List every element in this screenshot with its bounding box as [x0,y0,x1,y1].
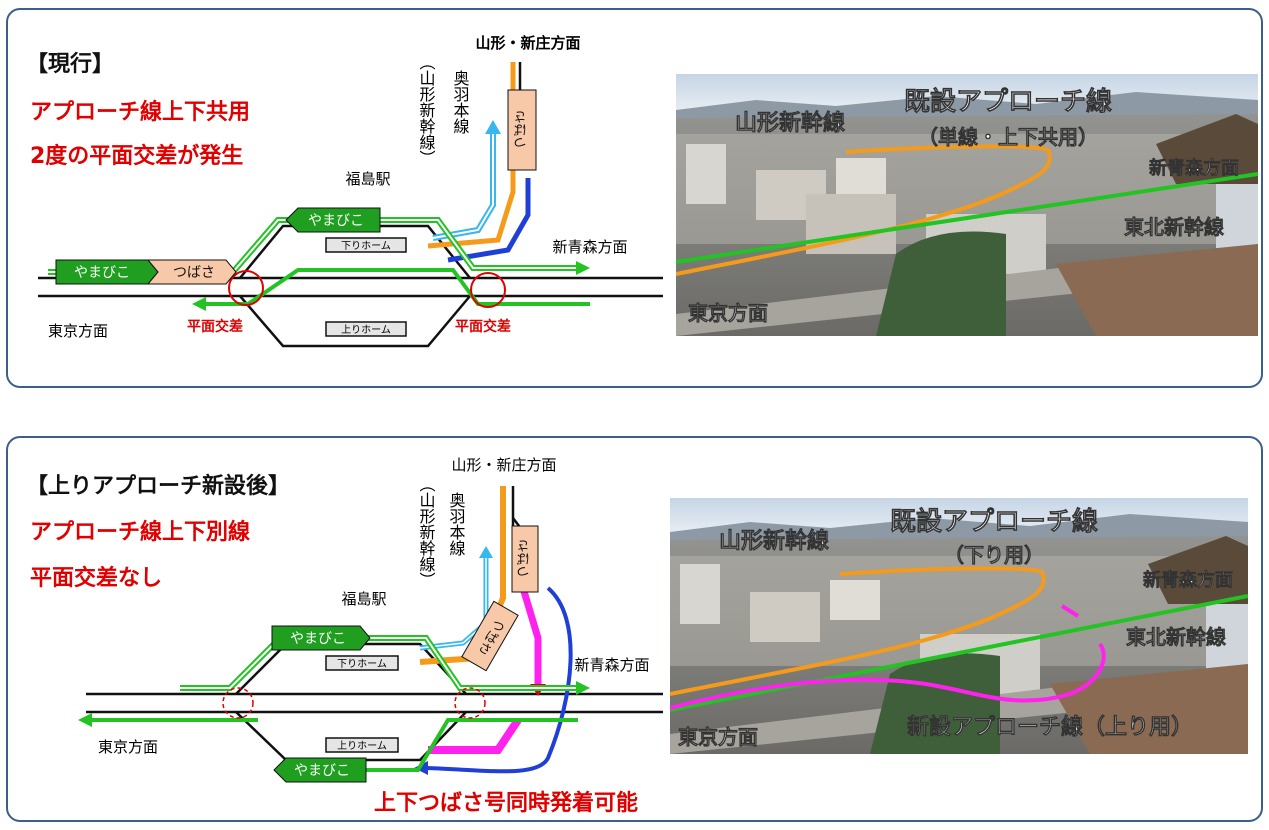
crossing-label-1: 平面交差 [187,318,243,335]
station-label: 福島駅 [345,170,390,188]
line-yamagata-label: （山形新幹線） [417,476,436,588]
photo-label-yamagata: 山形新幹線 [719,528,829,554]
train-tsubasa-a [146,259,237,285]
line-ou-label: 奥羽本線 [447,492,466,556]
dest-yamagata-label: 山形・新庄方面 [451,456,556,474]
ou-arrow [479,546,493,558]
platform-up [325,321,407,337]
train-yamabiko-a [271,625,371,651]
photo-label-yamagata: 山形新幹線 [735,110,845,136]
train-yamabiko-b-label: やまびこ [294,763,350,779]
train-yamabiko-a-label: やまびこ [290,631,346,647]
aerial-photo-drawing: 山形新幹線 既設アプローチ線 （単線・上下共用） 新青森方面 東北新幹線 東京方… [676,74,1258,336]
aerial-photo: 山形新幹線 既設アプローチ線 （単線・上下共用） 新青森方面 東北新幹線 東京方… [676,74,1258,336]
new-approach-route [519,586,542,688]
station-label: 福島駅 [341,590,386,608]
train-tsubasa-b [507,89,537,171]
platform-up-label: 上りホーム [337,740,387,752]
photo-label-new-approach: 新設アプローチ線（上り用） [907,714,1193,740]
note-level-crossings: 2度の平面交差が発生 [30,144,244,169]
train-tsubasa-a-label: つばさ [173,265,215,281]
train-tsubasa-a [511,525,539,593]
existing-approach-line [676,144,1052,276]
line-yamagata-label: （山形新幹線） [417,54,436,166]
photo-label-aomori: 新青森方面 [1143,569,1233,591]
note-no-crossing: 平面交差なし [30,566,163,591]
aerial-photo: 山形新幹線 既設アプローチ線 （下り用） 新青森方面 東北新幹線 東京方面 新設… [670,498,1248,754]
panel-after: 【上りアプローチ新設後】 アプローチ線上下別線 平面交差なし 下りホーム 上りホ… [6,436,1263,822]
platform-down-label: 下りホーム [341,240,391,252]
aerial-photo-drawing: 山形新幹線 既設アプローチ線 （下り用） 新青森方面 東北新幹線 東京方面 新設… [670,498,1248,754]
photo-label-tohoku: 東北新幹線 [1124,215,1224,239]
panel-heading: 【現行】 [26,52,115,77]
platform-down [325,655,399,671]
ou-arrow [485,120,501,134]
dest-tokyo-label: 東京方面 [98,738,158,756]
photo-label-existing-sub: （単線・上下共用） [918,125,1098,149]
photo-label-existing: 既設アプローチ線 [904,86,1112,117]
dest-tokyo-label: 東京方面 [48,322,108,340]
panel-current: 【現行】 アプローチ線上下共用 2度の平面交差が発生 下りホーム 上りホーム [6,8,1263,388]
caption-simultaneous: 上下つばさ号同時発着可能 [374,790,638,816]
photo-label-existing-sub: （下り用） [944,543,1044,567]
photo-label-existing: 既設アプローチ線 [890,506,1098,537]
crossing-circle-1 [228,270,264,306]
photo-label-tokyo: 東京方面 [688,301,768,325]
photo-label-tokyo: 東京方面 [678,725,758,749]
tsubasa-route-down [427,62,516,249]
down-arrow [576,681,590,695]
photo-label-aomori: 新青森方面 [1149,157,1239,179]
down-arrow [576,261,590,275]
new-approach-route-lower [428,717,522,754]
track-diagram: 下りホーム 上りホーム やまびこ やまびこ つばさ [78,456,663,816]
tohoku-line [670,594,1248,712]
dest-yamagata-label: 山形・新庄方面 [475,34,580,52]
yamabiko-route-up [328,718,578,772]
note-separate-approach: アプローチ線上下別線 [30,520,251,545]
yamabiko-route-up [203,268,590,306]
tsubasa-route-up [447,178,531,263]
crossing-circle-2 [470,272,506,308]
former-crossing-1 [222,687,254,719]
platform-up-label: 上りホーム [341,324,391,336]
crossing-label-2: 平面交差 [455,318,511,335]
panel-heading: 【上りアプローチ新設後】 [26,474,291,499]
note-shared-approach: アプローチ線上下共用 [30,100,251,125]
platform-down [325,237,407,253]
up-arrow [78,713,92,727]
existing-approach-line [670,566,1046,696]
train-yamabiko-b [273,757,367,783]
line-ou-label: 奥羽本線 [451,70,470,134]
photo-label-tohoku: 東北新幹線 [1126,625,1226,649]
platform-down-label: 下りホーム [337,658,387,670]
tohoku-line [676,172,1258,264]
tsubasa-route-up [425,586,573,774]
track-diagram: 下りホーム 上りホーム 平面交差 平面交差 やまびこ つばさ やまびこ つば [38,34,663,348]
train-yamabiko-b [285,207,381,233]
former-crossing-2 [454,687,486,719]
train-tsubasa-b-label: つばさ [515,110,530,149]
platform-up [325,737,399,753]
train-yamabiko-a-label: やまびこ [74,265,130,281]
new-approach-line [670,642,1106,710]
dest-aomori-label: 新青森方面 [574,656,649,674]
up-arrow [192,297,206,311]
train-tsubasa-a-label: つばさ [518,539,533,578]
dest-aomori-label: 新青森方面 [552,238,627,256]
loop-track-lower [239,295,471,348]
train-yamabiko-b-label: やまびこ [308,213,364,229]
